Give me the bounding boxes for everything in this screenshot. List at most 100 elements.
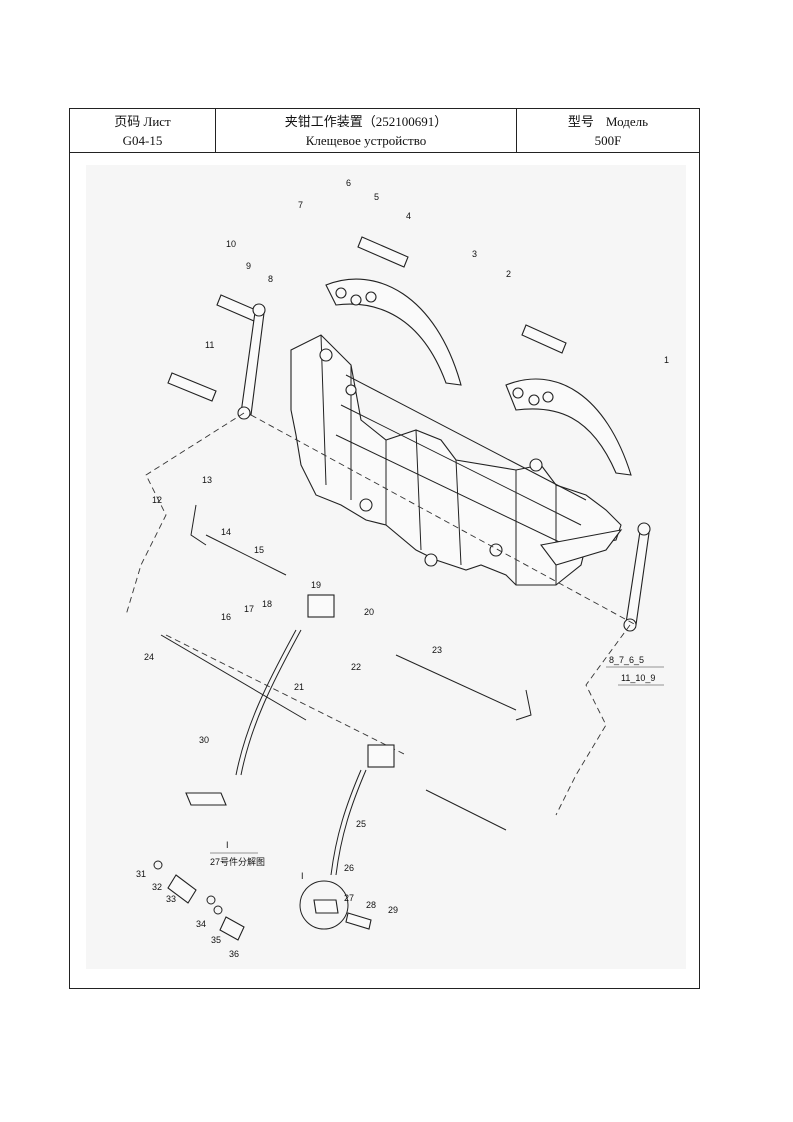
detail-title: 27号件分解图 <box>210 856 265 867</box>
cylinder-left <box>240 303 265 416</box>
valve-block-upper <box>307 594 335 618</box>
pipe-23-left <box>160 634 307 721</box>
part-label-10: 10 <box>226 239 236 249</box>
part-label-12: 12 <box>152 495 162 505</box>
part-35 <box>219 916 245 941</box>
dashed-link-center <box>250 414 637 626</box>
title-ru: Клещевое устройство <box>305 132 427 148</box>
pipe-15-upper <box>205 534 287 576</box>
jaw-left-boss-1 <box>335 287 347 299</box>
pipe-15-lower <box>425 789 507 831</box>
page-code: G04-15 <box>122 132 163 148</box>
part-label-9: 9 <box>246 261 251 271</box>
part-32 <box>153 860 163 870</box>
pin-11 <box>167 372 217 402</box>
model-label-ru: Модель <box>605 113 649 129</box>
part-label-19: 19 <box>311 580 321 590</box>
pivot-pin-d <box>424 553 438 567</box>
frame-ribs <box>320 334 557 585</box>
part-label-35: 35 <box>211 935 221 945</box>
part-label-5: 5 <box>374 192 379 202</box>
exploded-parts-drawing: 1 2 3 4 5 6 7 8 9 10 11 12 13 14 15 16 1… <box>86 165 686 969</box>
hose-30 <box>235 629 297 776</box>
pivot-pin-f <box>529 458 543 472</box>
part-label-30: 30 <box>199 735 209 745</box>
pivot-pin-b <box>345 384 357 396</box>
pivot-pin-e <box>489 543 503 557</box>
page-number-cell: 页码 Лист G04-15 <box>70 109 216 152</box>
lower-fork <box>540 529 623 566</box>
fitting-27 <box>313 899 339 914</box>
callout-group-bottom: 11_10_9 <box>621 673 655 683</box>
part-label-36: 36 <box>229 949 239 959</box>
jaw-right-boss-3 <box>542 391 554 403</box>
part-34b <box>213 905 223 915</box>
jaw-left-boss-2 <box>350 294 362 306</box>
part-label-32: 32 <box>152 882 162 892</box>
hose-25-outline <box>335 769 367 876</box>
jaw-right-boss-2 <box>528 394 540 406</box>
pin-9 <box>216 294 259 322</box>
detail-marker-top: I <box>226 840 229 850</box>
part-label-15: 15 <box>254 545 264 555</box>
part-34a <box>206 895 216 905</box>
hose-30-outline <box>240 629 302 776</box>
part-label-27: 27 <box>344 893 354 903</box>
pin-4 <box>357 236 409 268</box>
part-label-31: 31 <box>136 869 146 879</box>
detail-circle-i <box>299 880 349 930</box>
model-cell: 型号 Модель 500F <box>517 109 699 152</box>
model-label: 型号 Модель <box>562 112 654 131</box>
page-frame: 页码 Лист G04-15 夹钳工作装置（252100691） Клещево… <box>69 108 700 989</box>
part-label-16: 16 <box>221 612 231 622</box>
part-label-24: 24 <box>144 652 154 662</box>
frame-tubes <box>335 374 587 551</box>
part-label-33: 33 <box>166 894 176 904</box>
part-label-13: 13 <box>202 475 212 485</box>
title-cn: 夹钳工作装置（252100691） <box>284 113 448 129</box>
hose-25 <box>330 769 362 876</box>
cylinder-right-eye-top <box>637 522 651 536</box>
pivot-pin-a <box>319 348 333 362</box>
pipe-14-right <box>515 689 532 721</box>
part-label-8: 8 <box>268 274 273 284</box>
part-labels: 1 2 3 4 5 6 7 8 9 10 11 12 13 14 15 16 1… <box>136 178 669 959</box>
model-value: 500F <box>594 132 622 148</box>
part-label-34: 34 <box>196 919 206 929</box>
detail-marker-callout: I <box>301 871 304 881</box>
part-label-6: 6 <box>346 178 351 188</box>
part-label-20: 20 <box>364 607 374 617</box>
callout-group-top: 8_7_6_5 <box>609 655 644 665</box>
dashed-link-right <box>555 624 631 816</box>
part-label-29: 29 <box>388 905 398 915</box>
part-label-3: 3 <box>472 249 477 259</box>
part-label-17: 17 <box>244 604 254 614</box>
dashed-link-lower <box>165 634 407 756</box>
pin-right <box>521 324 567 354</box>
cylinder-left-eye-top <box>252 303 266 317</box>
dashed-link-left <box>125 412 245 616</box>
jaw-right-boss-1 <box>512 387 524 399</box>
jaw-left-boss-3 <box>365 291 377 303</box>
part-label-28: 28 <box>366 900 376 910</box>
pipe-23-right <box>395 654 517 711</box>
model-label-cn: 型号 <box>567 113 594 129</box>
pivot-pin-c <box>359 498 373 512</box>
part-label-26: 26 <box>344 863 354 873</box>
part-label-18: 18 <box>262 599 272 609</box>
fitting-left <box>185 792 227 806</box>
cylinder-right <box>625 523 650 626</box>
part-label-14: 14 <box>221 527 231 537</box>
pipe-14-left <box>190 504 207 546</box>
part-label-21: 21 <box>294 682 304 692</box>
part-label-2: 2 <box>506 269 511 279</box>
part-label-11: 11 <box>205 340 214 350</box>
page-label: 页码 Лист <box>114 113 171 129</box>
part-label-25: 25 <box>356 819 366 829</box>
part-label-4: 4 <box>406 211 411 221</box>
fitting-28 <box>345 912 372 930</box>
title-block: 页码 Лист G04-15 夹钳工作装置（252100691） Клещево… <box>70 109 699 153</box>
parts-diagram: 1 2 3 4 5 6 7 8 9 10 11 12 13 14 15 16 1… <box>125 178 669 959</box>
title-cell: 夹钳工作装置（252100691） Клещевое устройство <box>216 109 517 152</box>
part-label-7: 7 <box>298 200 303 210</box>
